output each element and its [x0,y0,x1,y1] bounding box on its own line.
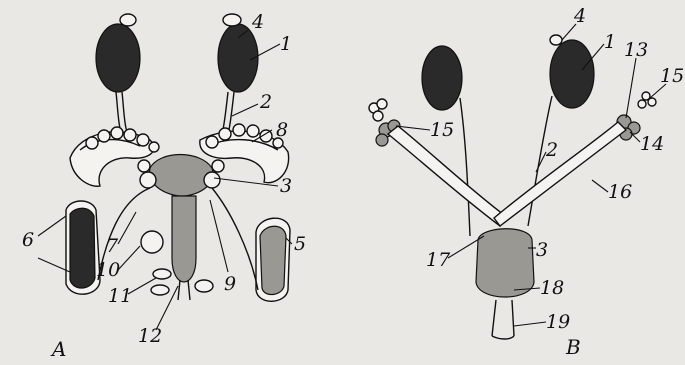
panel-a-drawing [38,14,292,330]
panel-a-label-1: 1 [280,33,292,55]
panel-b-label-3: 3 [536,239,548,261]
panel-b-label-13: 13 [624,39,648,61]
panel-b-label-19: 19 [546,311,570,333]
panel-a-label-10: 10 [96,259,120,281]
panel-b-left-ovary [422,46,470,236]
panel-b-central-body [476,229,534,339]
panel-b-label-15-left: 15 [430,119,454,141]
panel-b-ducts [388,122,626,226]
panel-a-label-9: 9 [224,273,236,295]
panel-b-label-16: 16 [608,181,632,203]
panel-a-label-7: 7 [106,235,119,257]
panel-a-label-8: 8 [276,119,288,141]
panel-b-label-15-right: 15 [660,65,684,87]
panel-b-letter: B [565,335,581,359]
panel-b-label-14: 14 [640,133,664,155]
panel-a-label-5: 5 [294,233,306,255]
panel-a-label-3: 3 [280,175,292,197]
panel-a-left-ovary [96,14,140,142]
panel-a-label-2: 2 [259,91,272,113]
panel-a-label-11: 11 [108,285,132,307]
panel-a-label-4: 4 [251,11,264,33]
panel-a-label-12: 12 [138,325,162,347]
panel-a-label-6: 6 [22,229,34,251]
panel-b-label-4: 4 [573,5,586,27]
panel-b-label-2: 2 [545,139,558,161]
panel-a-central-body [138,155,224,301]
panel-b-label-17: 17 [426,249,451,271]
panel-b-label-1: 1 [604,31,616,53]
panel-b-label-18: 18 [540,277,564,299]
panel-a-letter: A [50,337,66,361]
